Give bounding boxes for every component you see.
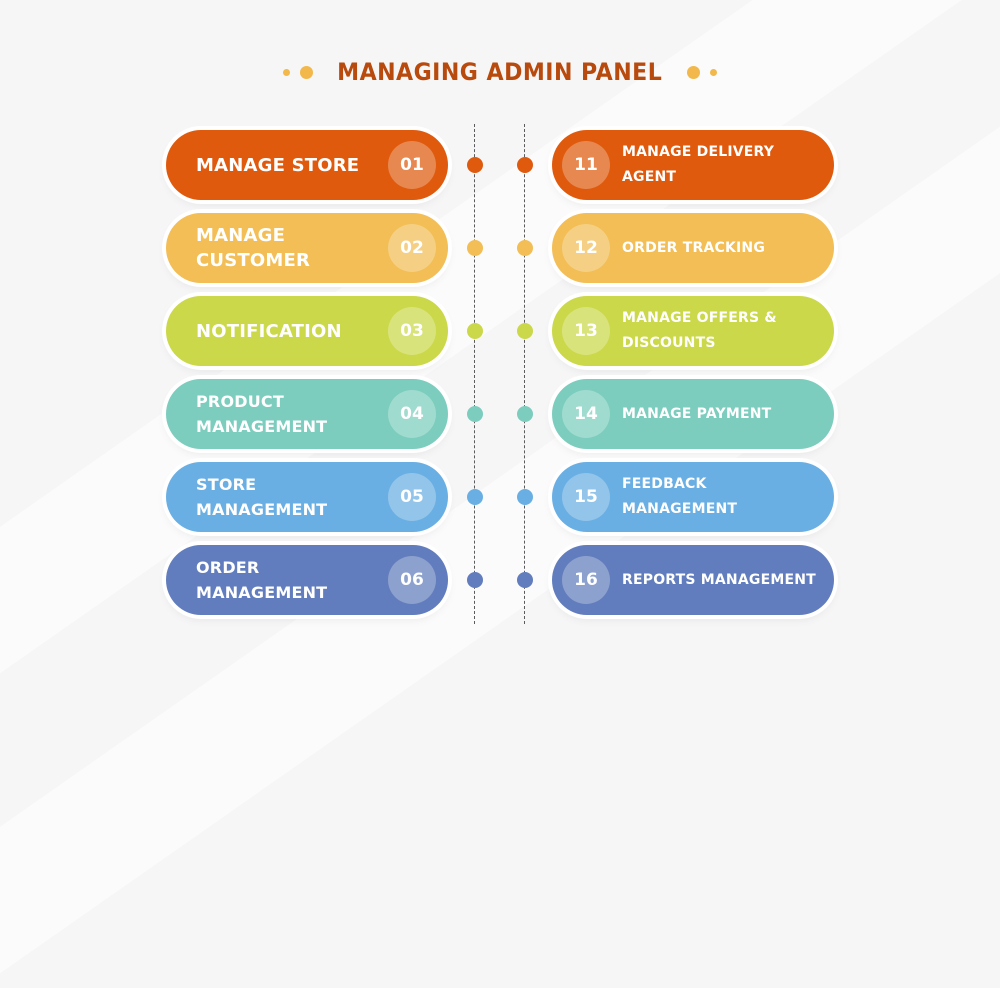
feature-number: 01 bbox=[388, 141, 436, 189]
feature-label: MANAGE CUSTOMER bbox=[196, 225, 311, 271]
feature-number: 05 bbox=[388, 473, 436, 521]
feature-label: MANAGE OFFERS & DISCOUNTS bbox=[622, 310, 777, 351]
connector-dot-icon bbox=[467, 489, 483, 505]
page-title: MANAGING ADMIN PANEL bbox=[337, 58, 663, 86]
feature-number: 15 bbox=[562, 473, 610, 521]
feature-label: STORE MANAGEMENT bbox=[196, 475, 328, 519]
connector-dot-icon bbox=[467, 157, 483, 173]
feature-number: 04 bbox=[388, 390, 436, 438]
left-connector-line bbox=[474, 124, 475, 624]
feature-label: MANAGE PAYMENT bbox=[622, 405, 772, 422]
feature-item-left[interactable]: MANAGE STORE 01 bbox=[166, 130, 448, 200]
decor-dot-icon bbox=[283, 68, 291, 76]
connector-dot-icon bbox=[467, 240, 483, 256]
feature-item-left[interactable]: MANAGE CUSTOMER 02 bbox=[166, 213, 448, 283]
feature-item-right[interactable]: 15 FEEDBACK MANAGEMENT bbox=[552, 462, 834, 532]
feature-label: MANAGE DELIVERY AGENT bbox=[622, 144, 775, 185]
feature-number: 12 bbox=[562, 224, 610, 272]
feature-number: 02 bbox=[388, 224, 436, 272]
connector-dot-icon bbox=[467, 406, 483, 422]
feature-number: 03 bbox=[388, 307, 436, 355]
decor-dot-icon bbox=[686, 65, 700, 79]
feature-label: MANAGE STORE bbox=[196, 154, 360, 176]
connector-dot-icon bbox=[517, 406, 533, 422]
connector-dot-icon bbox=[467, 323, 483, 339]
feature-label: NOTIFICATION bbox=[196, 320, 342, 342]
connector-dot-icon bbox=[517, 489, 533, 505]
feature-number: 06 bbox=[388, 556, 436, 604]
feature-label: ORDER TRACKING bbox=[622, 239, 766, 256]
feature-label: ORDER MANAGEMENT bbox=[196, 558, 328, 602]
feature-number: 16 bbox=[562, 556, 610, 604]
feature-item-right[interactable]: 12 ORDER TRACKING bbox=[552, 213, 834, 283]
feature-label: FEEDBACK MANAGEMENT bbox=[622, 476, 738, 517]
decor-dot-icon bbox=[300, 65, 314, 79]
connector-dot-icon bbox=[517, 323, 533, 339]
feature-number: 11 bbox=[562, 141, 610, 189]
feature-item-left[interactable]: PRODUCT MANAGEMENT 04 bbox=[166, 379, 448, 449]
feature-item-left[interactable]: ORDER MANAGEMENT 06 bbox=[166, 545, 448, 615]
feature-number: 13 bbox=[562, 307, 610, 355]
right-connector-line bbox=[524, 124, 525, 624]
feature-number: 14 bbox=[562, 390, 610, 438]
feature-item-right[interactable]: 16 REPORTS MANAGEMENT bbox=[552, 545, 834, 615]
feature-label: REPORTS MANAGEMENT bbox=[622, 571, 816, 588]
connector-dot-icon bbox=[517, 572, 533, 588]
feature-item-left[interactable]: NOTIFICATION 03 bbox=[166, 296, 448, 366]
feature-item-left[interactable]: STORE MANAGEMENT 05 bbox=[166, 462, 448, 532]
connector-dot-icon bbox=[517, 157, 533, 173]
feature-item-right[interactable]: 11 MANAGE DELIVERY AGENT bbox=[552, 130, 834, 200]
feature-item-right[interactable]: 14 MANAGE PAYMENT bbox=[552, 379, 834, 449]
feature-item-right[interactable]: 13 MANAGE OFFERS & DISCOUNTS bbox=[552, 296, 834, 366]
decor-dot-icon bbox=[709, 68, 717, 76]
connector-dot-icon bbox=[467, 572, 483, 588]
feature-label: PRODUCT MANAGEMENT bbox=[196, 392, 328, 436]
connector-dot-icon bbox=[517, 240, 533, 256]
title-bar: MANAGING ADMIN PANEL bbox=[0, 54, 1000, 90]
